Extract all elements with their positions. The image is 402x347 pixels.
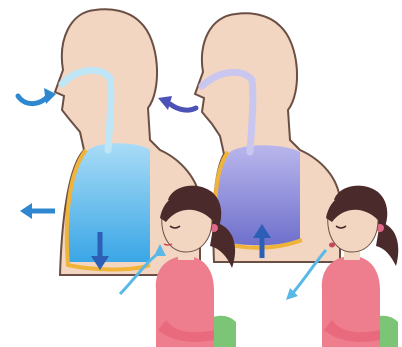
open-mouth: [329, 243, 335, 248]
breath-in-arrow-icon: [18, 96, 48, 104]
breath-in-arrowhead-icon: [44, 88, 56, 104]
breath-out-arrow-icon: [170, 104, 196, 110]
breath-out-arrowhead-icon: [158, 96, 172, 110]
chest-out-arrowhead-icon: [20, 203, 32, 219]
